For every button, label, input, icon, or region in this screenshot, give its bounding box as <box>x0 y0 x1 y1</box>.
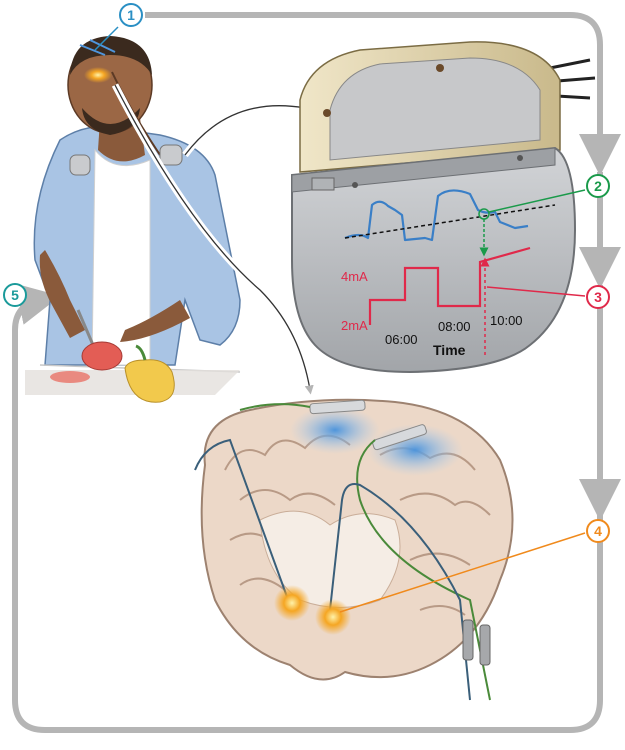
cortical-strip-1 <box>309 399 366 415</box>
callout-1: 1 <box>94 3 143 51</box>
cortical-strip-2 <box>372 424 427 451</box>
cutting-board <box>25 341 240 403</box>
y-label-2mA: 2mA <box>341 318 368 333</box>
callout-4-label: 4 <box>594 523 602 539</box>
chest-device-right <box>159 144 183 166</box>
callout-5-label: 5 <box>11 287 19 303</box>
callout-1-label: 1 <box>127 7 135 23</box>
x-axis-title: Time <box>433 342 466 358</box>
depth-lead-left <box>194 438 291 606</box>
chest-device-left <box>69 154 91 176</box>
callout-3-label: 3 <box>594 289 602 305</box>
arrow-to-brain <box>114 84 314 395</box>
stimulation-hotspot-right <box>315 599 351 635</box>
callout-4: 4 <box>586 519 610 543</box>
arrow-to-device <box>184 102 310 156</box>
tomato <box>81 341 123 371</box>
bell-pepper <box>124 359 175 403</box>
brain-cross-section <box>194 398 586 701</box>
implanted-pulse-generator: 4mA 2mA 06:00 08:00 10:00 Time <box>291 41 596 374</box>
stimulation-trace <box>368 246 531 325</box>
device-shell <box>291 146 577 374</box>
threshold-line <box>344 204 556 239</box>
person-cooking-illustration <box>33 36 241 373</box>
head-hotspot <box>84 67 112 83</box>
arrow-to-device-outline <box>182 102 306 158</box>
stimulation-hotspot-left <box>274 585 310 621</box>
y-label-4mA: 4mA <box>341 269 368 284</box>
x-label-1000: 10:00 <box>490 313 523 328</box>
callout-2: 2 <box>586 174 610 198</box>
depth-lead-right <box>329 483 471 701</box>
callout-line-2 <box>488 189 586 213</box>
callout-2-label: 2 <box>594 178 602 194</box>
callout-line-3 <box>486 286 586 297</box>
x-label-0800: 08:00 <box>438 319 471 334</box>
cortical-activity-left <box>290 406 380 454</box>
x-label-0600: 06:00 <box>385 332 418 347</box>
callout-5: 5 <box>3 283 27 307</box>
callout-3: 3 <box>586 285 610 309</box>
sensed-signal-trace <box>344 189 529 242</box>
callout-line-4 <box>339 532 586 613</box>
